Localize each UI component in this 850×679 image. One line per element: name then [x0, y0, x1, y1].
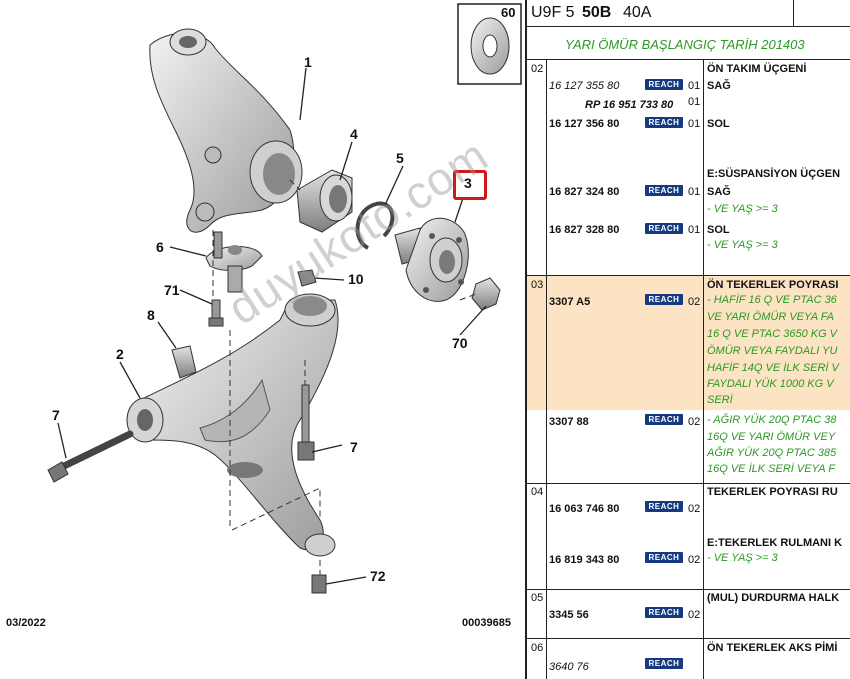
callout-4[interactable]: 4 — [350, 126, 358, 142]
clip-8 — [171, 345, 197, 379]
callout-70[interactable]: 70 — [452, 335, 468, 351]
callout-10[interactable]: 10 — [348, 271, 364, 287]
callout-5[interactable]: 5 — [396, 150, 404, 166]
part-description: SOL — [707, 224, 730, 236]
hub-nut — [471, 277, 501, 311]
part-note: HAFİF 14Q VE İLK SERİ V — [707, 362, 839, 374]
quantity: 02 — [688, 296, 701, 308]
section-number: 03 — [531, 279, 544, 291]
callout-6[interactable]: 6 — [156, 239, 164, 255]
bush-72 — [311, 574, 327, 594]
callout-2[interactable]: 2 — [116, 346, 124, 362]
variant-code: 40A — [623, 4, 652, 21]
long-bolt-left — [47, 430, 134, 483]
reach-badge: REACH — [645, 185, 683, 196]
part-number[interactable]: 3307 A5 — [549, 296, 591, 308]
reach-badge: REACH — [645, 607, 683, 618]
part-description: E:TEKERLEK RULMANI K — [707, 537, 843, 549]
quantity: 01 — [688, 118, 701, 130]
section-number: 04 — [531, 486, 544, 498]
part-note: ÖMÜR VEYA FAYDALI YU — [707, 345, 838, 357]
part-number[interactable]: RP 16 951 733 80 — [585, 99, 674, 111]
part-description: ÖN TEKERLEK POYRASI — [707, 279, 839, 291]
callout-71[interactable]: 71 — [164, 282, 180, 298]
part-description: (MUL) DURDURMA HALK — [707, 592, 840, 604]
bush-10 — [297, 269, 317, 287]
part-number[interactable]: 16 127 355 80 — [549, 80, 620, 92]
diagram-reference: 00039685 — [462, 617, 511, 629]
quantity: 02 — [688, 503, 701, 515]
reach-badge: REACH — [645, 552, 683, 563]
quantity: 01 — [688, 224, 701, 236]
part-side: SAĞ — [707, 80, 731, 92]
part-number[interactable]: 16 819 343 80 — [549, 554, 620, 566]
callout-1[interactable]: 1 — [304, 54, 312, 70]
vehicle-header: U9F 5 50B 40A — [527, 0, 850, 27]
parts-list-panel: U9F 5 50B 40A YARI ÖMÜR BAŞLANGIÇ TARİH … — [527, 0, 850, 679]
highlighted-callout-box — [453, 170, 487, 200]
reach-badge: REACH — [645, 658, 683, 669]
suspension-drawing — [47, 3, 522, 594]
reach-badge: REACH — [645, 117, 683, 128]
section-number: 06 — [531, 642, 544, 654]
reach-badge: REACH — [645, 501, 683, 512]
part-description: E:SÜSPANSİYON ÜÇGEN — [707, 168, 841, 180]
part-side: SAĞ — [707, 186, 731, 198]
quantity: 01 — [688, 96, 701, 108]
part-note: - HAFİF 16 Q VE PTAC 36 — [707, 294, 837, 306]
quantity: 02 — [688, 554, 701, 566]
part-description: ÖN TAKIM ÜÇGENİ — [707, 63, 807, 75]
callout-8[interactable]: 8 — [147, 307, 155, 323]
callout-7-left[interactable]: 7 — [52, 407, 60, 423]
part-note: - VE YAŞ >= 3 — [707, 203, 778, 215]
part-number[interactable]: 3307 88 — [549, 416, 589, 428]
wheel-hub — [394, 217, 469, 302]
thumbnail-number: 60 — [501, 5, 516, 20]
part-number[interactable]: 3640 76 — [549, 661, 589, 673]
part-note: VE YARI ÖMÜR VEYA FA — [707, 311, 834, 323]
part-description: SOL — [707, 118, 730, 130]
circlip — [355, 201, 395, 250]
lower-control-arm — [126, 293, 339, 557]
part-note: - VE YAŞ >= 3 — [707, 239, 778, 251]
reach-badge: REACH — [645, 414, 683, 425]
part-number[interactable]: 16 827 324 80 — [549, 186, 620, 198]
section-number: 05 — [531, 592, 544, 604]
ball-joint — [205, 231, 263, 293]
part-note: 16Q VE YARI ÖMÜR VEY — [707, 431, 836, 443]
quantity: 01 — [688, 80, 701, 92]
diagram-date: 03/2022 — [6, 617, 46, 629]
part-number[interactable]: 16 127 356 80 — [549, 118, 620, 130]
part-note: 16Q VE İLK SERİ VEYA F — [707, 463, 835, 475]
part-description: TEKERLEK POYRASI RU — [707, 486, 838, 498]
subtitle: YARI ÖMÜR BAŞLANGIÇ TARİH 201403 — [527, 27, 850, 60]
section-number: 02 — [531, 63, 544, 75]
callout-3[interactable]: 3 — [464, 175, 472, 191]
reach-badge: REACH — [645, 294, 683, 305]
part-description: ÖN TEKERLEK AKS PİMİ — [707, 642, 838, 654]
reach-badge: REACH — [645, 223, 683, 234]
part-number[interactable]: 16 827 328 80 — [549, 224, 620, 236]
part-note: AĞIR YÜK 20Q PTAC 385 — [707, 447, 837, 459]
quantity: 02 — [688, 416, 701, 428]
part-number[interactable]: 16 063 746 80 — [549, 503, 620, 515]
quantity: 01 — [688, 186, 701, 198]
vehicle-code: U9F 5 — [531, 4, 575, 21]
reach-badge: REACH — [645, 79, 683, 90]
wheel-bearing — [296, 169, 353, 233]
callout-72[interactable]: 72 — [370, 568, 386, 584]
part-note: 16 Q VE PTAC 3650 KG V — [707, 328, 838, 340]
exploded-diagram: 60 1 2 3 4 5 6 71 8 7 10 70 7 72 03/2022… — [6, 0, 527, 679]
engine-code: 50B — [582, 4, 612, 21]
part-note: SERİ — [707, 394, 733, 406]
part-note: FAYDALI YÜK 1000 KG V — [707, 378, 834, 390]
part-note: - AĞIR YÜK 20Q PTAC 38 — [707, 414, 837, 426]
callout-7-right[interactable]: 7 — [350, 439, 358, 455]
part-number[interactable]: 3345 56 — [549, 609, 589, 621]
part-note: - VE YAŞ >= 3 — [707, 552, 778, 564]
quantity: 02 — [688, 609, 701, 621]
highlighted-row — [527, 275, 850, 410]
steering-knuckle — [149, 28, 303, 233]
